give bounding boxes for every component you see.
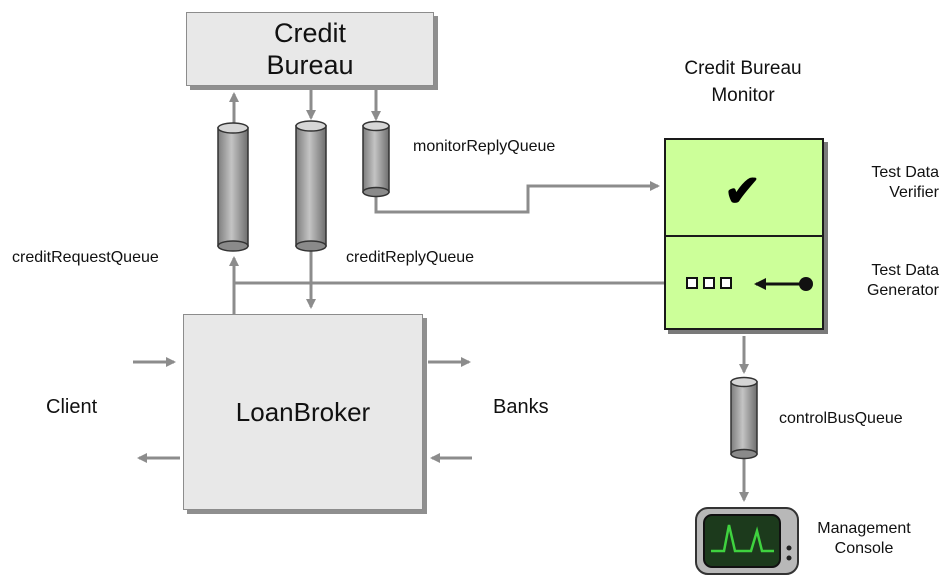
- checkmark-icon: ✔: [724, 167, 761, 216]
- test-data-verifier-label: Test Data Verifier: [841, 163, 939, 203]
- credit-bureau-label-line2: Bureau: [266, 50, 354, 80]
- monitor-reply-queue-label: monitorReplyQueue: [413, 138, 556, 155]
- verifier-line1: Test Data: [871, 164, 939, 181]
- console-line1: Management: [817, 520, 911, 537]
- test-data-generator-label: Test Data Generator: [841, 261, 939, 301]
- credit-reply-queue-label: creditReplyQueue: [346, 249, 475, 266]
- monitor-title-line2: Monitor: [711, 85, 775, 106]
- generator-line1: Test Data: [871, 262, 939, 279]
- verifier-line2: Verifier: [889, 184, 939, 201]
- control-bus-queue-label: controlBusQueue: [779, 410, 903, 427]
- console-line2: Console: [834, 540, 894, 557]
- monitor-divider: [666, 235, 822, 237]
- monitor-title: Credit Bureau Monitor: [650, 55, 836, 109]
- credit-request-queue-label: creditRequestQueue: [12, 249, 159, 266]
- client-label: Client: [46, 396, 98, 418]
- credit-bureau-box: Credit Bureau: [186, 12, 434, 86]
- queue-cylinder-icon: [295, 120, 327, 252]
- management-console-label: Management Console: [808, 519, 920, 559]
- queue-cylinder-icon: [362, 120, 390, 198]
- loan-broker-label: LoanBroker: [235, 396, 371, 427]
- monitor-title-line1: Credit Bureau: [684, 58, 802, 79]
- queue-cylinder-icon: [730, 376, 758, 460]
- arrow-monitor-reply-to-verifier: [374, 181, 660, 214]
- credit-bureau-monitor-box: ✔: [664, 138, 824, 330]
- credit-bureau-label-line1: Credit: [273, 18, 347, 48]
- generator-line2: Generator: [866, 282, 939, 299]
- management-console-icon: [695, 507, 799, 575]
- queue-cylinder-icon: [217, 122, 249, 252]
- banks-label: Banks: [493, 396, 549, 418]
- loan-broker-box: LoanBroker: [183, 314, 423, 510]
